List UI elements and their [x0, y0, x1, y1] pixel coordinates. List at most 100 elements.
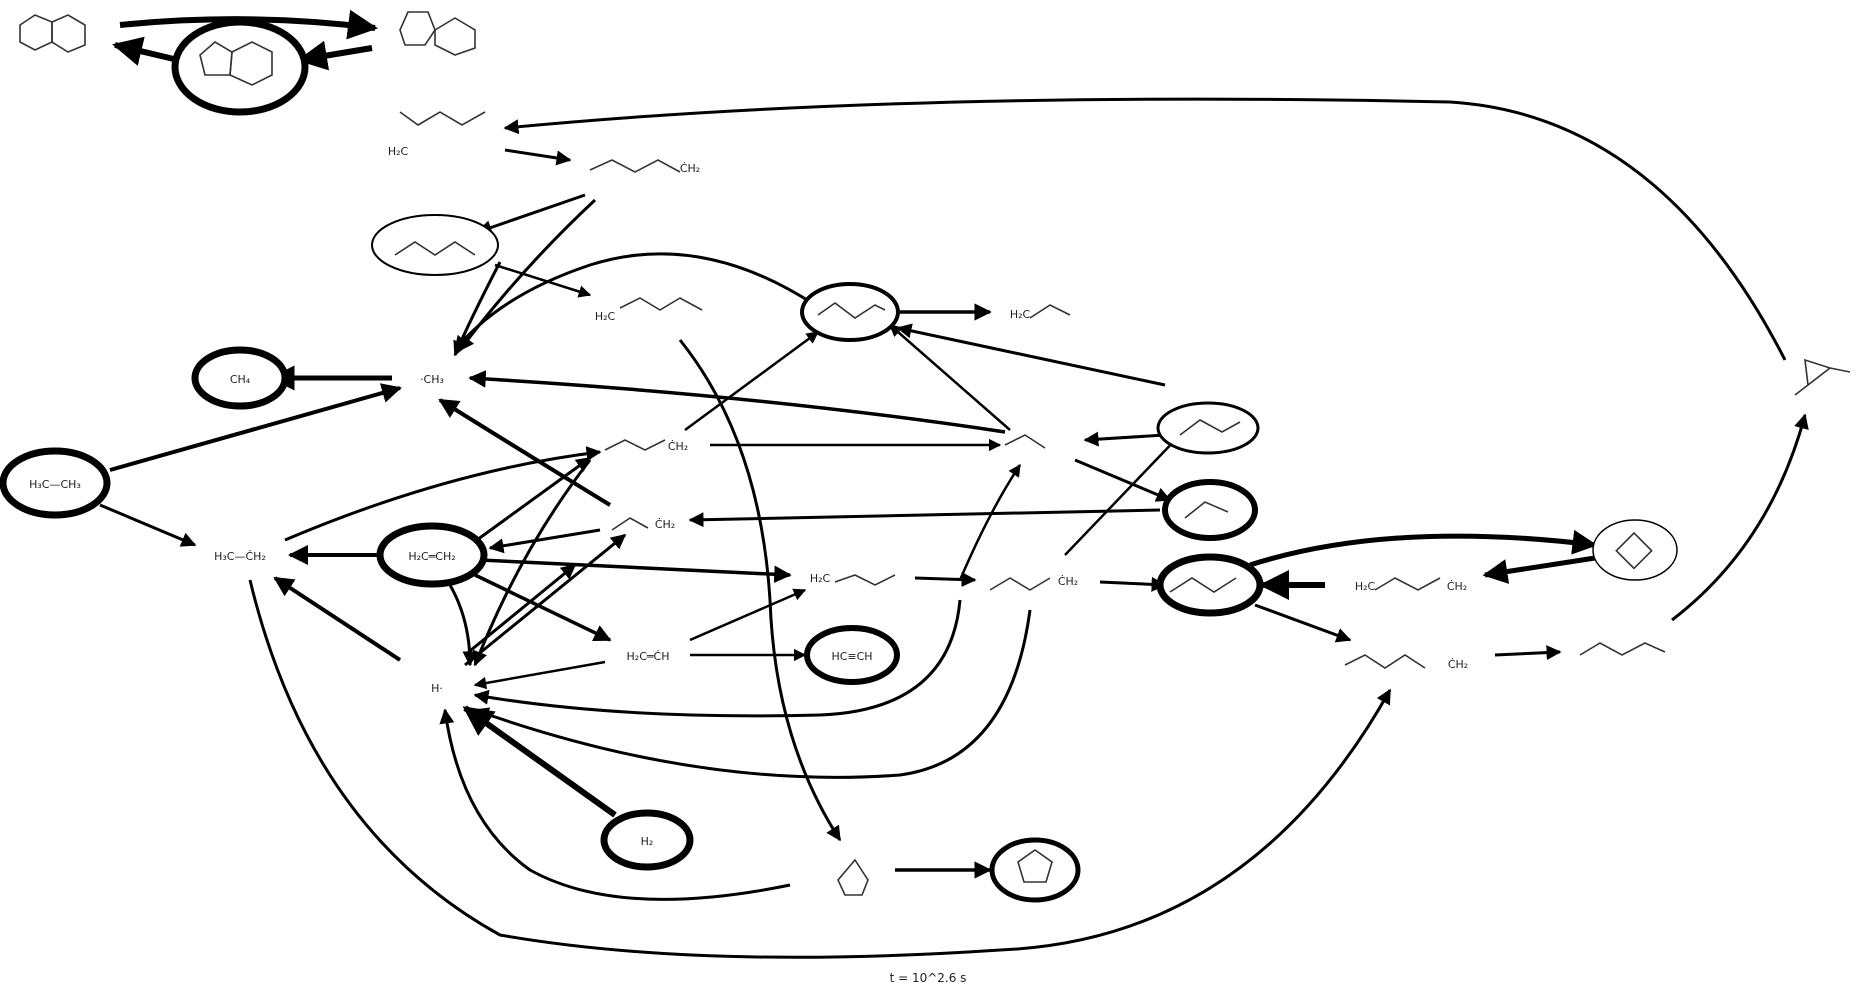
- methane-node[interactable]: [191, 346, 289, 410]
- edge-butene-to-propyl: [1083, 431, 1166, 447]
- cyclopentene-structure: [837, 858, 869, 896]
- label-pentadienyl: H₂C: [595, 310, 616, 323]
- propene-node[interactable]: [1162, 479, 1258, 541]
- cyclobutene-structure: [1615, 531, 1653, 570]
- edge-cyclopropyl-to-methylbutenyl: [503, 97, 1787, 361]
- edge-pentene-arc-to-methyl: [453, 252, 816, 352]
- butene-node[interactable]: [1156, 401, 1260, 455]
- edge-cyclobutene-to-butenyl: [1482, 555, 1596, 584]
- heptenyl-chain: [1579, 642, 1666, 656]
- indene-node[interactable]: [171, 18, 309, 116]
- label-hydrogen-atom: H·: [431, 682, 443, 695]
- label-allyl: H₂C: [1010, 308, 1031, 321]
- edge-isopropyl-to-ethylene: [488, 528, 601, 554]
- pentene-node[interactable]: [800, 282, 900, 342]
- species-circles: [0, 18, 1678, 903]
- isopropyl-chain: [611, 517, 649, 531]
- edge-butadiene-to-hexenyl: [1254, 603, 1352, 643]
- acetylene-node[interactable]: [804, 625, 900, 685]
- label-isopropyl: ĊH₂: [655, 518, 675, 531]
- edge-cyclopentene-to-h: [439, 708, 791, 901]
- label-hydrogen: H₂: [641, 835, 654, 848]
- propene-chain: [1184, 501, 1229, 519]
- edge-butyl-to-pentene: [684, 330, 820, 432]
- hexenyl-chain: [1344, 654, 1426, 669]
- edge-butene-arc-to-h: [473, 599, 962, 718]
- butyl-chain: [604, 439, 666, 451]
- cyclopentadiene-node[interactable]: [989, 837, 1081, 903]
- edge-vinyl-to-h: [473, 660, 606, 690]
- label-ethane: H₃C—CH₃: [29, 478, 81, 491]
- edge-hexadiene-to-pentadienyl: [494, 263, 592, 298]
- butadiene-node[interactable]: [1156, 553, 1264, 617]
- propyl-chain: [1004, 434, 1046, 449]
- edge-propyl-to-propene: [1074, 458, 1172, 502]
- edge-heptenyl-to-cyclopropyl: [1671, 413, 1809, 622]
- edge-indene-back: [297, 40, 373, 71]
- cyclopropyl-tail: [1829, 367, 1851, 373]
- label-butadienyl: H₂C: [1355, 580, 1376, 593]
- edge-to-indane: [112, 36, 179, 66]
- edge-ethyl-to-butyl: [284, 446, 602, 542]
- label-methyl: ·CH₃: [420, 373, 444, 386]
- edge-butene-up-to-pentene: [958, 463, 1022, 581]
- edge-pentenyl-to-h: [473, 609, 1032, 779]
- label-pentenyl-top: ĊH₂: [680, 162, 700, 175]
- pentene-chain: [817, 302, 886, 319]
- label-ethylene: H₂C═CH₂: [408, 550, 455, 563]
- label-butenyl: H₂C: [810, 572, 831, 585]
- hexadiene-chain: [394, 241, 476, 256]
- edge-pentenyl-to-butadiene: [1099, 576, 1167, 592]
- hydrogen-node[interactable]: [600, 809, 694, 871]
- ethane-node[interactable]: [0, 447, 111, 519]
- butadiene-chain: [1169, 577, 1237, 593]
- butenyl-chain: [1374, 577, 1441, 591]
- edge-propene-to-isopropyl: [688, 508, 1161, 528]
- edge-vinyl-to-butene: [689, 588, 807, 642]
- cyclopropyl-substituent: [1794, 384, 1809, 396]
- indene-right-structure: [399, 11, 476, 56]
- edge-ethylene-to-butene: [479, 558, 792, 583]
- edge-ethane-to-methyl: [109, 383, 402, 472]
- edge-ch-to-propyl: [1064, 434, 1181, 556]
- indane-structure: [19, 14, 86, 53]
- time-caption: t = 10^2.6 s: [890, 971, 967, 985]
- edge-hexenyl-to-heptenyl: [1494, 645, 1562, 661]
- species-labels: H₂C ĊH₂ H₂C H₂C ·CH₃ CH₄ H₃C—CH₃ ĊH₂ ĊH₂…: [29, 145, 1468, 848]
- edge-ethyl-long-arc: [248, 579, 1392, 959]
- cyclobutene-node[interactable]: [1592, 519, 1678, 581]
- hexadiene-node[interactable]: [371, 214, 499, 276]
- skeletal-structures: [19, 11, 1851, 896]
- cyclopropyl-structure: [1804, 358, 1832, 387]
- cyclopentadiene-structure: [1017, 849, 1053, 883]
- edge-ethylene-to-butyl: [469, 456, 592, 547]
- edge-propyl-to-pentene: [889, 324, 1011, 431]
- edge-h-to-ethyl: [273, 576, 402, 662]
- edge-pentadienyl-to-cyclopentene: [678, 339, 842, 842]
- butene-mid-chain: [834, 574, 896, 586]
- label-butenyl-radical: ĊH₂: [1058, 575, 1078, 588]
- label-heptenyl: ĊH₂: [1448, 658, 1468, 671]
- edge-ethane-to-ethyl: [99, 503, 197, 547]
- allyl-chain: [1029, 304, 1071, 319]
- label-vinyl: H₂C═ĊH: [627, 650, 670, 663]
- edge-ethylene-to-h: [448, 584, 478, 667]
- edge-to-hexadiene: [476, 193, 586, 235]
- edge-h2-to-h: [462, 705, 617, 818]
- edge-h-to-ethylene: [464, 563, 577, 657]
- edge-methylbutenyl-to-methylpentadienyl: [504, 148, 572, 166]
- edge-isopropyl-to-methyl: [438, 398, 612, 507]
- indene-structure: [199, 41, 273, 86]
- edge-butene-to-pentenyl: [914, 572, 977, 588]
- label-methylbutenyl: H₂C: [388, 145, 409, 158]
- edge-ethylene-to-vinyl: [474, 573, 612, 642]
- edge-pentene-back: [896, 323, 1166, 387]
- ethylene-node[interactable]: [376, 522, 488, 588]
- label-hexadienyl: ĊH₂: [1447, 580, 1467, 593]
- butene-chain: [1179, 419, 1241, 436]
- reaction-edges: [99, 9, 1809, 959]
- pentenyl-chain: [989, 577, 1051, 591]
- edge-butadiene-to-cyclobutene: [1249, 529, 1598, 568]
- methylbutenyl-chain: [399, 111, 486, 126]
